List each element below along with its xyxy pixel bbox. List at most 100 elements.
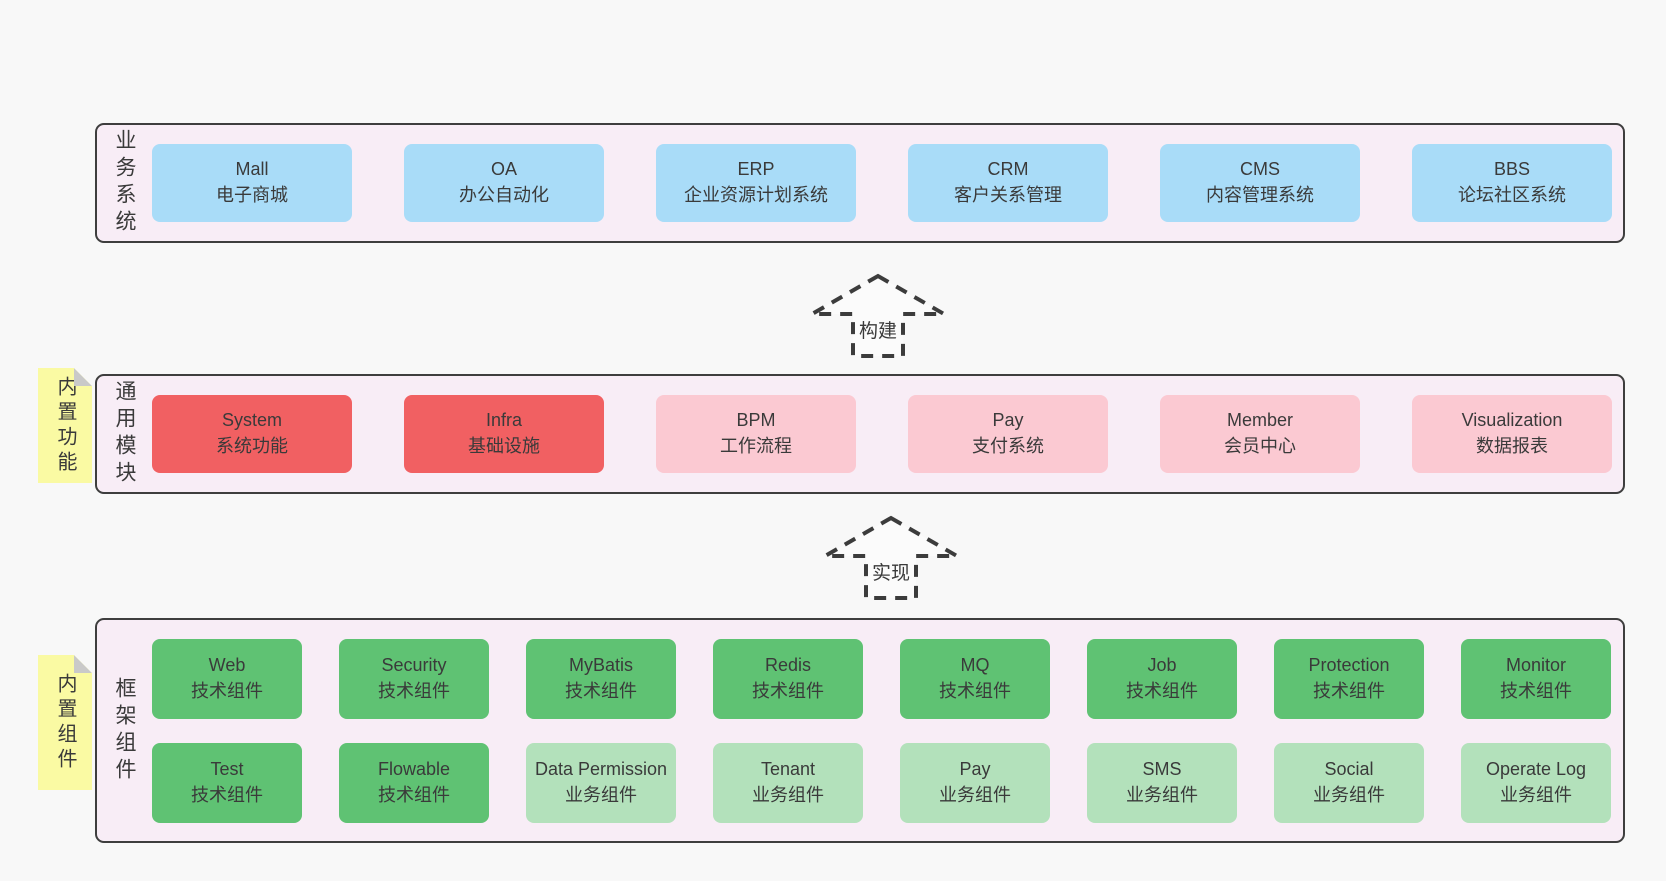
node-desc: 业务组件 [1126, 784, 1198, 805]
node-name: System [221, 410, 282, 431]
implement-arrow-label: 实现 [867, 558, 915, 585]
node-operate-log: Operate Log 业务组件 [1461, 742, 1611, 823]
component-row-2: Test 技术组件 Flowable 技术组件 Data Permission … [152, 742, 1623, 823]
node-monitor: Monitor 技术组件 [1461, 638, 1611, 719]
node-sms: SMS 业务组件 [1087, 742, 1237, 823]
common-modules-layer: 通用模块 System 系统功能 Infra 基础设施 BPM 工作流程 Pay… [95, 374, 1625, 494]
node-desc: 会员中心 [1224, 436, 1296, 456]
node-job: Job 技术组件 [1087, 638, 1237, 719]
node-desc: 基础设施 [468, 436, 540, 456]
node-redis: Redis 技术组件 [713, 638, 863, 719]
folded-corner-icon [74, 655, 92, 673]
node-pay-component: Pay 业务组件 [900, 742, 1050, 823]
node-protection: Protection 技术组件 [1274, 638, 1424, 719]
node-bpm: BPM 工作流程 [656, 395, 856, 473]
layer-label-business: 业务系统 [113, 129, 136, 237]
node-name: Member [1226, 410, 1293, 431]
module-boxes: System 系统功能 Infra 基础设施 BPM 工作流程 Pay 支付系统… [152, 376, 1623, 492]
sticky-text: 内置组件 [54, 672, 76, 773]
node-social: Social 业务组件 [1274, 742, 1424, 823]
node-desc: 办公自动化 [459, 185, 549, 205]
node-visualization: Visualization 数据报表 [1412, 395, 1612, 473]
node-name: Protection [1308, 654, 1390, 675]
node-name: MyBatis [568, 654, 633, 675]
node-desc: 技术组件 [191, 784, 263, 805]
layer-label-components: 框架组件 [113, 676, 136, 785]
node-name: Web [208, 654, 246, 675]
node-desc: 业务组件 [1313, 784, 1385, 805]
node-crm: CRM 客户关系管理 [908, 144, 1108, 222]
folded-corner-icon [74, 368, 92, 386]
node-name: Infra [485, 410, 523, 431]
node-desc: 企业资源计划系统 [684, 185, 828, 205]
node-security: Security 技术组件 [339, 638, 489, 719]
node-name: Test [210, 758, 244, 779]
business-boxes: Mall 电子商城 OA 办公自动化 ERP 企业资源计划系统 CRM 客户关系… [152, 125, 1623, 241]
node-bbs: BBS 论坛社区系统 [1412, 144, 1612, 222]
business-systems-layer: 业务系统 Mall 电子商城 OA 办公自动化 ERP 企业资源计划系统 CRM… [95, 123, 1625, 243]
node-name: BBS [1493, 159, 1531, 180]
node-desc: 客户关系管理 [954, 185, 1062, 205]
implement-arrow: 实现 [817, 515, 965, 600]
node-tenant: Tenant 业务组件 [713, 742, 863, 823]
node-name: ERP [737, 159, 775, 180]
layer-label-zone: 框架组件 [97, 620, 152, 841]
node-name: CRM [987, 159, 1029, 180]
node-name: Pay [959, 758, 991, 779]
component-rows: Web 技术组件 Security 技术组件 MyBatis 技术组件 Redi… [152, 620, 1623, 841]
node-name: Job [1147, 654, 1177, 675]
node-desc: 技术组件 [378, 784, 450, 805]
node-desc: 业务组件 [939, 784, 1011, 805]
node-desc: 技术组件 [752, 680, 824, 701]
node-flowable: Flowable 技术组件 [339, 742, 489, 823]
node-cms: CMS 内容管理系统 [1160, 144, 1360, 222]
node-data-permission: Data Permission 业务组件 [526, 742, 676, 823]
node-name: Social [1324, 758, 1374, 779]
node-desc: 技术组件 [378, 680, 450, 701]
node-member: Member 会员中心 [1160, 395, 1360, 473]
node-desc: 支付系统 [972, 436, 1044, 456]
sticky-note-builtin-components: 内置组件 [38, 655, 92, 790]
node-web: Web 技术组件 [152, 638, 302, 719]
node-desc: 业务组件 [1500, 784, 1572, 805]
node-desc: 业务组件 [565, 784, 637, 805]
sticky-text: 内置功能 [54, 375, 76, 476]
node-test: Test 技术组件 [152, 742, 302, 823]
node-name: CMS [1240, 159, 1280, 180]
node-desc: 系统功能 [216, 436, 288, 456]
layer-label-zone: 通用模块 [97, 376, 152, 492]
node-name: Operate Log [1485, 758, 1587, 779]
node-mall: Mall 电子商城 [152, 144, 352, 222]
build-arrow-label: 构建 [854, 316, 902, 343]
node-desc: 论坛社区系统 [1458, 185, 1566, 205]
node-name: MQ [960, 654, 990, 675]
node-desc: 技术组件 [1500, 680, 1572, 701]
node-oa: OA 办公自动化 [404, 144, 604, 222]
node-desc: 数据报表 [1476, 436, 1548, 456]
node-name: Visualization [1461, 410, 1563, 431]
node-infra: Infra 基础设施 [404, 395, 604, 473]
node-desc: 电子商城 [216, 185, 288, 205]
node-name: SMS [1142, 758, 1182, 779]
node-name: Security [381, 654, 447, 675]
node-desc: 技术组件 [1313, 680, 1385, 701]
node-mq: MQ 技术组件 [900, 638, 1050, 719]
node-desc: 技术组件 [939, 680, 1011, 701]
node-erp: ERP 企业资源计划系统 [656, 144, 856, 222]
node-mybatis: MyBatis 技术组件 [526, 638, 676, 719]
node-name: Monitor [1505, 654, 1567, 675]
layer-label-zone: 业务系统 [97, 125, 152, 241]
node-name: Flowable [377, 758, 451, 779]
node-system: System 系统功能 [152, 395, 352, 473]
node-pay-module: Pay 支付系统 [908, 395, 1108, 473]
node-desc: 技术组件 [191, 680, 263, 701]
node-desc: 工作流程 [720, 436, 792, 456]
node-name: BPM [736, 410, 776, 431]
node-name: Redis [764, 654, 812, 675]
component-row-1: Web 技术组件 Security 技术组件 MyBatis 技术组件 Redi… [152, 638, 1623, 719]
node-name: OA [490, 159, 517, 180]
build-arrow: 构建 [804, 273, 952, 358]
node-desc: 技术组件 [1126, 680, 1198, 701]
node-name: Pay [992, 410, 1024, 431]
